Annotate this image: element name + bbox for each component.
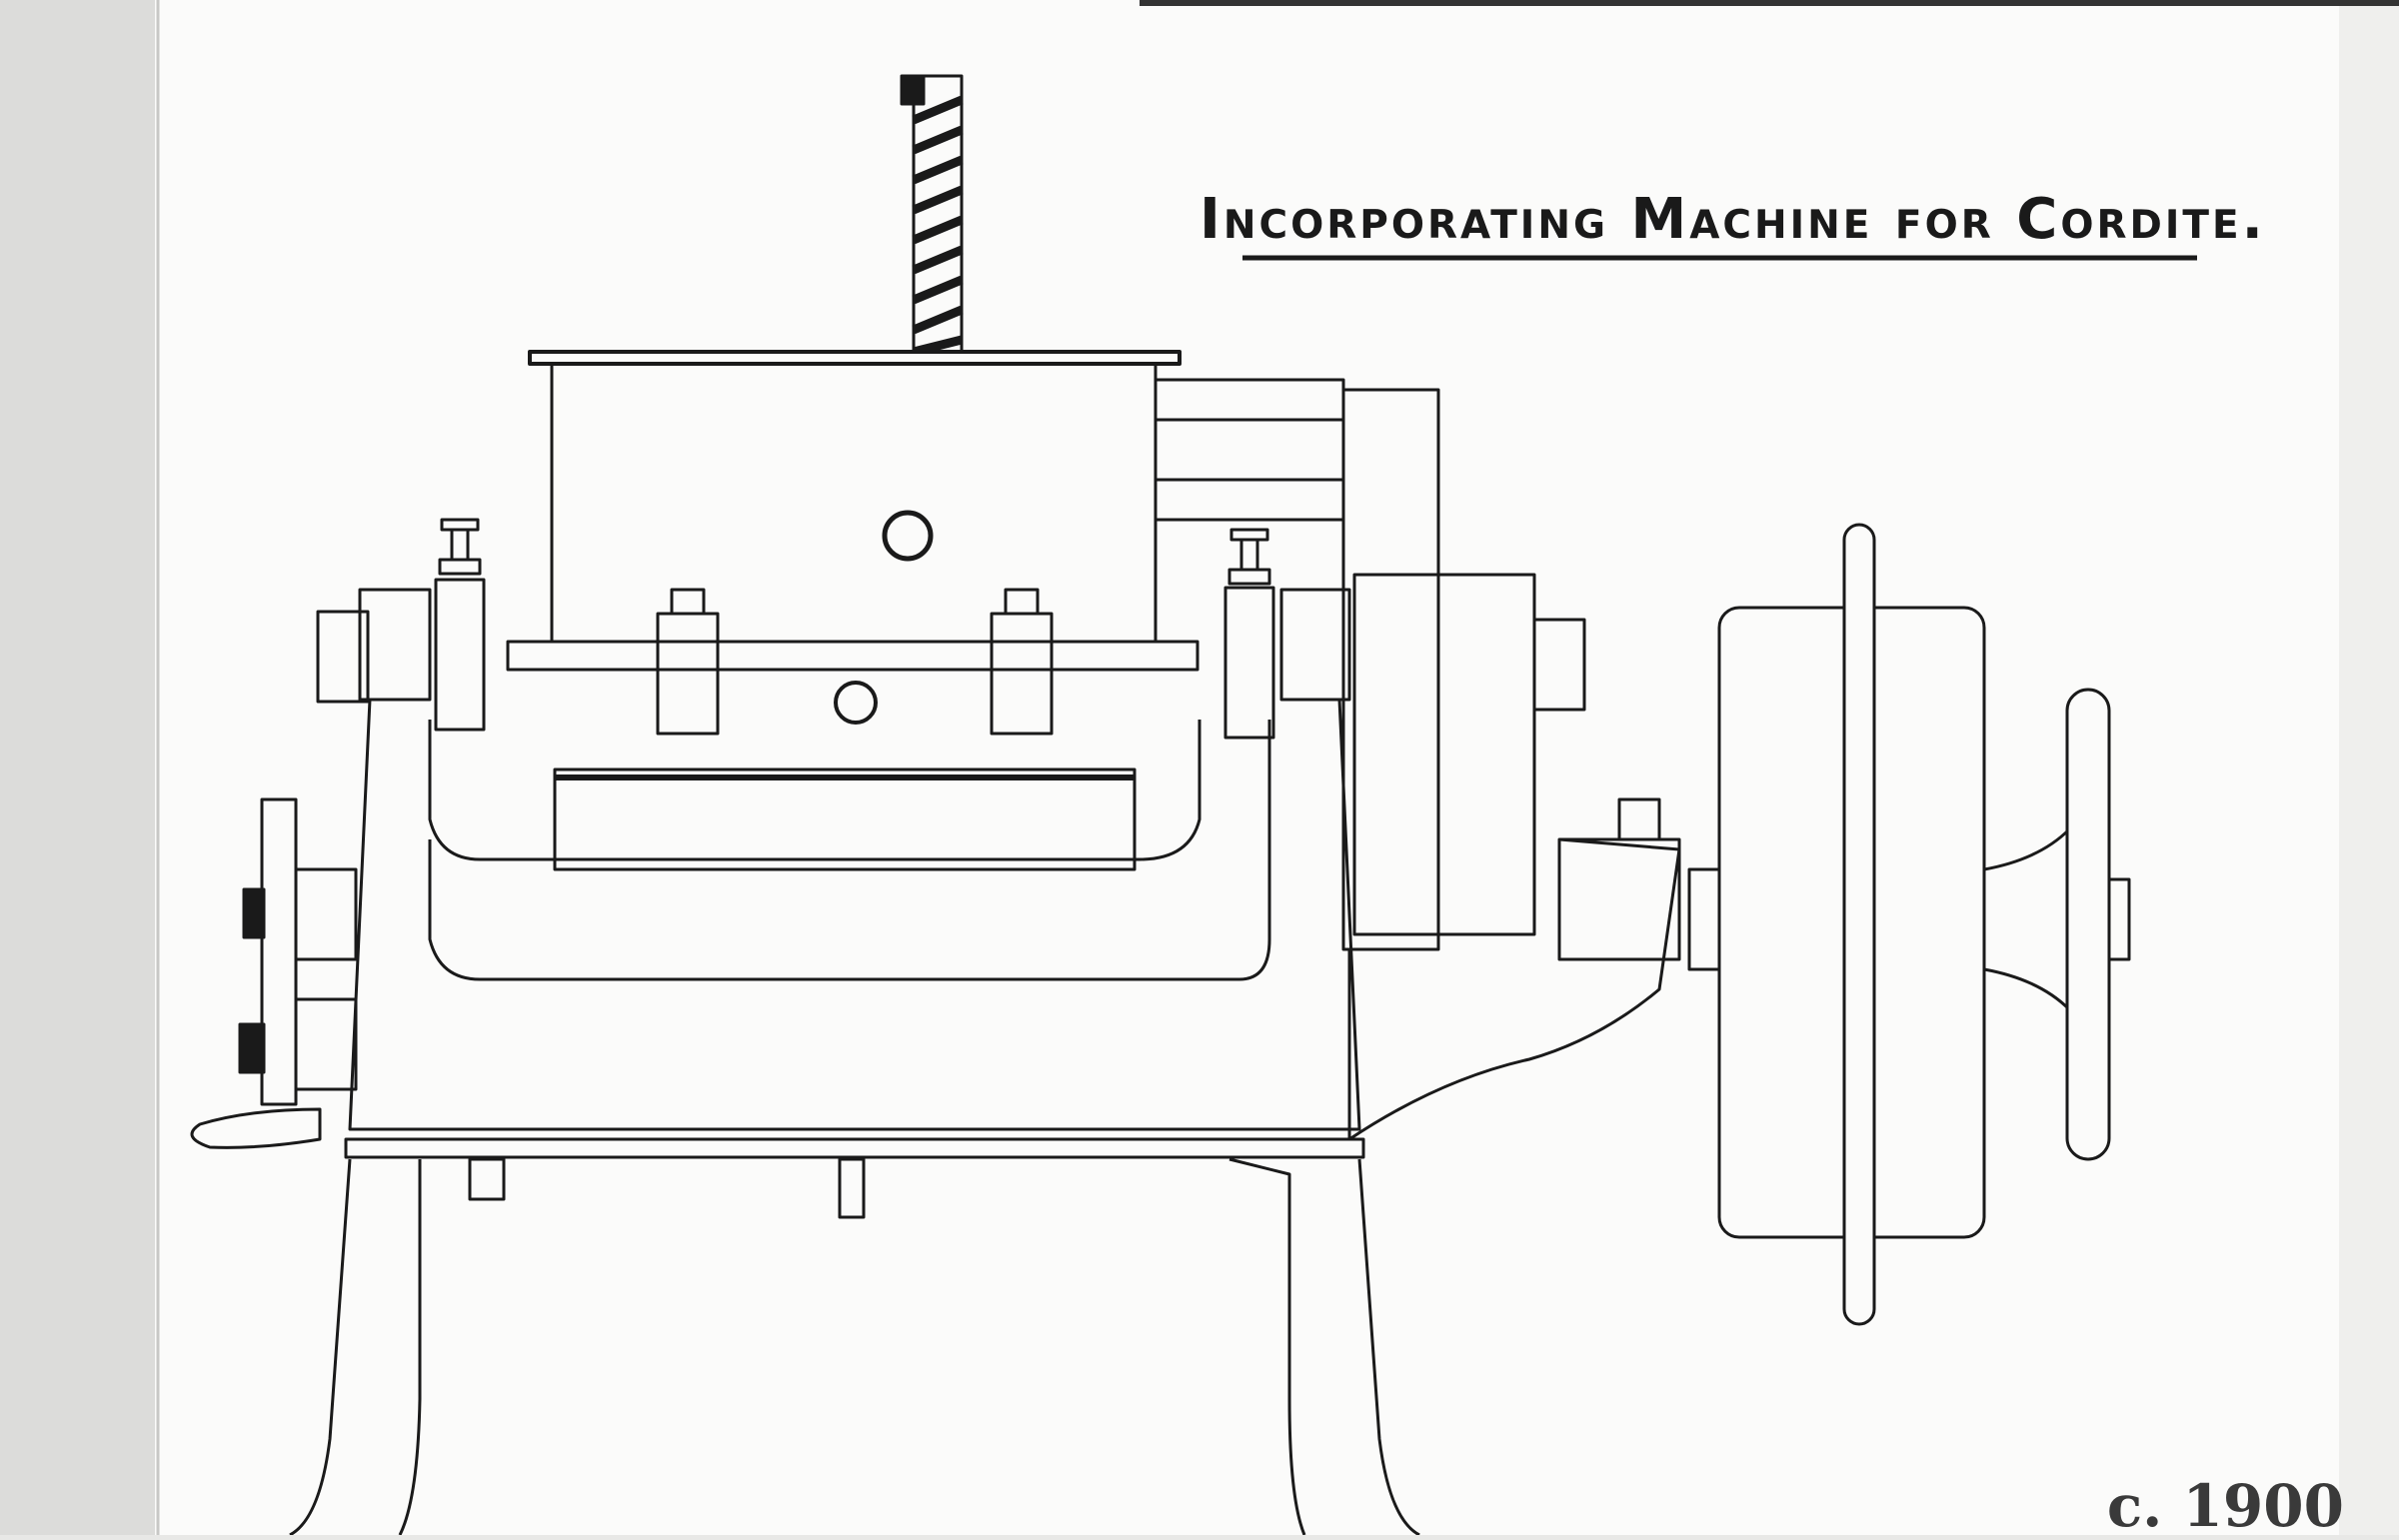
- main-shaft: [316, 588, 1351, 704]
- right-margin-strip: [2339, 0, 2399, 1535]
- frame-body: [289, 699, 1420, 1535]
- drive-pulley: [1687, 523, 2131, 1326]
- left-flange: [190, 797, 358, 1149]
- left-margin-strip: [0, 0, 160, 1535]
- gear-housing: [1154, 378, 1681, 1141]
- bearing-bolts: [434, 518, 1275, 740]
- date-caption: c. 1900: [2106, 1472, 2344, 1540]
- crank-handle-icon: [190, 1107, 322, 1149]
- trough-port-lower: [834, 681, 878, 725]
- diagram-title: Incorporating Machine for Cordite.: [1200, 187, 2266, 252]
- trough-port-upper: [882, 510, 934, 562]
